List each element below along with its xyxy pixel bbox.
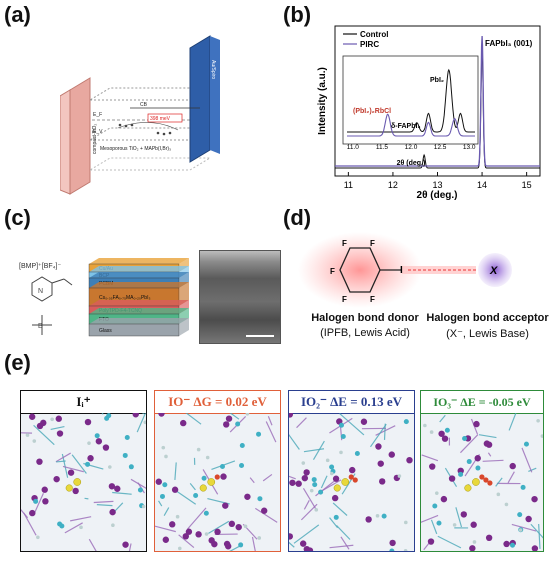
panel-c-device: [BMP]⁺[BF₄]⁻ N B Cu/AuBCPPCBMCs₀.₀₅FA₀.₇… xyxy=(15,240,281,350)
atom-x: X xyxy=(489,265,498,277)
sem-cross-section xyxy=(199,250,281,344)
annotation-pbi2: PbI₂ xyxy=(430,77,444,84)
energy-offset-label: 398 meV xyxy=(150,116,171,122)
halogen-bond-diagram: I X F F F F F xyxy=(298,232,512,308)
acceptor-title: Halogen bond acceptor xyxy=(426,312,549,324)
annotation-delta-fapbi3: δ-FAPbI₃ xyxy=(391,123,421,130)
device-stack: Cu/AuBCPPCBMCs₀.₀₅FA₀.₇₅MA₀.₂₀PbI₃PolyTP… xyxy=(88,258,189,337)
atom-f-1: F xyxy=(342,239,347,248)
annotation-pbi2-rbcl: (PbI₂)₂RbCl xyxy=(353,108,391,115)
panel-label-c: (c) xyxy=(4,205,31,230)
atom-i: I xyxy=(400,265,403,276)
atom-f-5: F xyxy=(370,295,375,304)
structure-panel-2: IO⁻ ΔG = 0.02 eV xyxy=(154,390,281,552)
svg-text:N: N xyxy=(38,288,43,295)
back-contact-block xyxy=(189,35,211,163)
inset-series-control xyxy=(347,68,475,133)
series-line-pirc xyxy=(335,35,540,167)
acceptor-subtitle: (X⁻, Lewis Base) xyxy=(446,328,529,340)
panel-label-d: (d) xyxy=(283,205,312,230)
structure-panel-1: Iᵢ⁺ xyxy=(20,390,147,552)
structure-title-2: IO⁻ ΔG = 0.02 eV xyxy=(155,391,280,414)
panel-a-band-diagram: Au/Spiro 398 meV CB E_F E_V compact-TiO₂… xyxy=(60,35,220,195)
lattice-3 xyxy=(289,413,413,551)
x-tick-label: 11 xyxy=(344,180,353,190)
stack-layer-label: Glass xyxy=(99,328,112,334)
atom-f-4: F xyxy=(342,295,347,304)
inset-tick-label: 13.0 xyxy=(463,144,476,151)
compact-tio2-label: compact-TiO₂ xyxy=(92,124,98,154)
inset-series-pirc xyxy=(347,113,475,137)
atom-f-3: F xyxy=(330,267,335,276)
bmp-bf4-structure: N B xyxy=(31,276,73,335)
stack-layer-label: Cs₀.₀₅FA₀.₇₅MA₀.₂₀PbI₃ xyxy=(99,295,151,301)
back-contact-label: Au/Spiro xyxy=(210,60,216,79)
x-axis-label: 2θ (deg.) xyxy=(417,190,458,200)
legend-label-pirc: PIRC xyxy=(360,40,379,49)
inset-x-ticks: 11.0 11.5 12.0 12.5 13.0 xyxy=(347,144,476,151)
lattice-2 xyxy=(155,413,278,551)
svg-text:B: B xyxy=(38,323,43,330)
series-line-control xyxy=(335,50,540,169)
mesoporous-label: Mesoporous TiO₂ + MAPb(I,Br)₃ xyxy=(100,146,171,152)
inset-tick-label: 11.5 xyxy=(376,144,389,151)
sem-scale-bar xyxy=(246,335,274,337)
atom-f-2: F xyxy=(370,239,375,248)
structure-panel-4: IO₃⁻ ΔE = -0.05 eV xyxy=(420,390,544,552)
inset-tick-label: 12.0 xyxy=(405,144,418,151)
structure-title-4: IO₃⁻ ΔE = -0.05 eV xyxy=(421,391,543,414)
inset-x-label: 2θ (deg.) xyxy=(397,160,426,167)
ionic-salt-label: [BMP]⁺[BF₄]⁻ xyxy=(19,263,62,270)
structure-panel-3: IO₂⁻ ΔE = 0.13 eV xyxy=(288,390,415,552)
x-tick-label: 14 xyxy=(477,180,487,190)
inset-tick-label: 11.0 xyxy=(347,144,360,151)
panel-d-halogen-bond: I X F F F F F Halogen bond donor (IPFB, … xyxy=(290,230,550,345)
x-tick-label: 15 xyxy=(522,180,532,190)
annotation-fapbi3-001: FAPbI₃ (001) xyxy=(485,39,533,48)
structure-title-3: IO₂⁻ ΔE = 0.13 eV xyxy=(289,391,414,414)
acceptor-sphere xyxy=(478,253,512,287)
inset-tick-label: 12.5 xyxy=(434,144,447,151)
x-axis-ticks: 11 12 13 14 15 xyxy=(344,172,532,190)
cb-label: CB xyxy=(140,102,148,108)
panel-label-e: (e) xyxy=(4,350,31,375)
lattice-1 xyxy=(21,413,146,551)
donor-title: Halogen bond donor xyxy=(311,312,419,324)
inset-plot-frame xyxy=(342,55,479,145)
ef-label: E_F xyxy=(93,112,102,118)
y-axis-label: Intensity (a.u.) xyxy=(317,67,328,135)
lattice-4 xyxy=(421,413,543,551)
x-tick-label: 13 xyxy=(432,180,442,190)
x-tick-label: 12 xyxy=(388,180,398,190)
legend-label-control: Control xyxy=(360,30,388,39)
panel-label-a: (a) xyxy=(4,2,31,27)
panel-b-xrd-chart: 11 12 13 14 15 2θ (deg.) Intensity (a.u.) Co… xyxy=(317,25,541,200)
ev-label: E_V xyxy=(93,129,103,135)
compact-tio2-slab xyxy=(69,77,91,195)
structure-title-1: Iᵢ⁺ xyxy=(21,391,146,414)
panel-label-b: (b) xyxy=(283,2,312,27)
donor-subtitle: (IPFB, Lewis Acid) xyxy=(320,327,410,339)
